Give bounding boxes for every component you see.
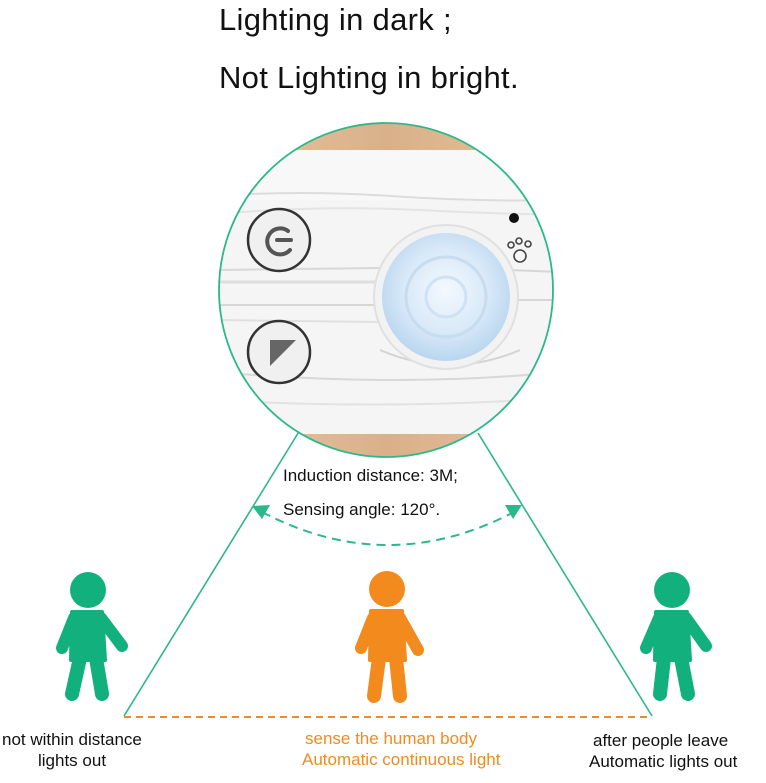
play-icon: [270, 340, 296, 366]
light-sensor-dot: [509, 213, 519, 223]
motion-sensor-icon: [382, 233, 510, 361]
device-closeup: [219, 123, 553, 457]
sensing-angle-arc: [261, 511, 515, 546]
caption-right-line-1: after people leave: [593, 731, 729, 750]
caption-middle: sense the human body Automatic continuou…: [302, 728, 500, 770]
induction-distance-label: Induction distance: 3M;: [283, 466, 458, 485]
mode-button[interactable]: [246, 319, 312, 385]
cone-line-left: [123, 429, 301, 717]
power-button[interactable]: [246, 207, 312, 273]
headline-line-1: Lighting in dark ;: [219, 2, 452, 37]
caption-left-line-1: not within distance: [2, 730, 142, 749]
caption-left: not within distance lights out: [2, 729, 142, 771]
person-middle-icon: [355, 571, 424, 703]
caption-middle-line-1: sense the human body: [305, 729, 478, 748]
power-icon: [265, 226, 292, 257]
person-right-icon: [640, 572, 712, 701]
caption-middle-line-2: Automatic continuous light: [302, 750, 501, 769]
motion-sensor: [373, 224, 519, 370]
caption-right: after people leave Automatic lights out: [589, 730, 737, 772]
person-left-icon: [56, 572, 128, 701]
arc-arrow-left: [252, 505, 270, 519]
wood-strip-top: [219, 123, 553, 152]
wood-strip-bottom: [219, 434, 553, 457]
caption-right-line-2: Automatic lights out: [589, 752, 738, 771]
sensing-angle-label: Sensing angle: 120°.: [283, 500, 441, 519]
headline-line-2: Not Lighting in bright.: [219, 60, 519, 95]
lens-border: [218, 122, 554, 458]
arc-arrow-right: [505, 505, 522, 519]
caption-left-line-2: lights out: [38, 751, 107, 770]
cone-line-right: [477, 432, 653, 717]
paw-icon: [507, 237, 532, 263]
